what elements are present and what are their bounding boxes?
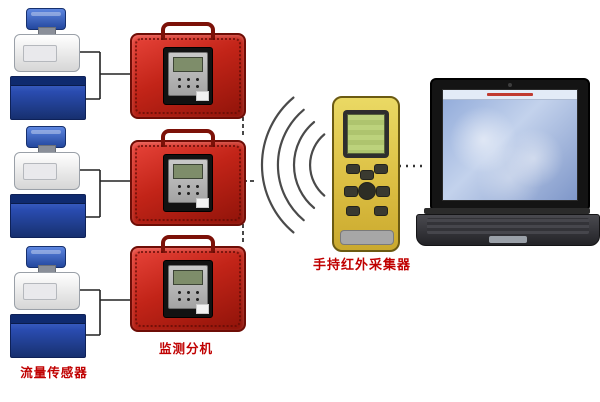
case-handle — [161, 22, 215, 40]
panel-sticker — [196, 91, 209, 101]
keypad-button — [374, 164, 388, 174]
panel-screen — [173, 270, 203, 285]
keypad-button — [344, 186, 358, 197]
case-panel — [163, 47, 213, 105]
handheld-keypad — [334, 162, 398, 224]
handheld-lcd — [347, 114, 385, 154]
laptop-touchpad — [489, 236, 527, 243]
label-monitor-unit: 监测分机 — [158, 342, 213, 356]
handheld-collector — [332, 96, 400, 252]
panel-keypad — [174, 75, 202, 90]
app-titlebar — [443, 90, 577, 100]
wireless-arc-4 — [260, 96, 295, 234]
keypad-button — [346, 164, 360, 174]
handheld-bottom-cap — [340, 230, 394, 245]
wireless-signal-icon — [260, 96, 326, 234]
panel-keypad — [174, 288, 202, 303]
case-panel — [163, 260, 213, 318]
panel-screen — [173, 164, 203, 179]
laptop-keyboard — [427, 218, 589, 234]
panel-sticker — [196, 198, 209, 208]
laptop-screen-bezel — [430, 78, 590, 212]
junction-box — [10, 194, 86, 238]
laptop-hinge — [424, 208, 590, 214]
monitor-case-2 — [130, 129, 246, 226]
junction-box — [10, 314, 86, 358]
keypad-button — [346, 206, 360, 216]
app-title-mark — [487, 93, 533, 96]
flow-meter-body — [14, 272, 80, 310]
flow-sensor-group-2 — [10, 126, 86, 238]
panel-instrument — [168, 265, 208, 309]
wireless-arc-3 — [276, 108, 305, 222]
panel-screen — [173, 57, 203, 72]
panel-sticker — [196, 304, 209, 314]
label-handheld-collector: 手持红外采集器 — [312, 257, 411, 272]
case-handle — [161, 235, 215, 253]
case-handle — [161, 129, 215, 147]
monitor-case-3 — [130, 235, 246, 332]
handheld-screen-bezel — [343, 110, 389, 158]
flow-sensor-group-1 — [10, 8, 86, 120]
keypad-button — [360, 170, 374, 180]
keypad-dpad — [358, 182, 376, 200]
panel-instrument — [168, 159, 208, 203]
junction-box — [10, 76, 86, 120]
webcam-dot — [508, 83, 512, 87]
flow-sensor-group-3 — [10, 246, 86, 358]
keypad-button — [376, 186, 390, 197]
wireless-arc-1 — [308, 133, 326, 197]
flow-meter-body — [14, 34, 80, 72]
monitor-case-1 — [130, 22, 246, 119]
case-panel — [163, 154, 213, 212]
wireless-arc-2 — [292, 121, 316, 209]
transmitter-head — [26, 8, 66, 30]
laptop-base — [416, 214, 600, 246]
flow-meter-body — [14, 152, 80, 190]
panel-keypad — [174, 182, 202, 197]
panel-instrument — [168, 52, 208, 96]
laptop — [416, 78, 600, 246]
label-flow-sensor: 流量传感器 — [20, 366, 88, 380]
keypad-button — [374, 206, 388, 216]
laptop-display — [442, 89, 578, 201]
